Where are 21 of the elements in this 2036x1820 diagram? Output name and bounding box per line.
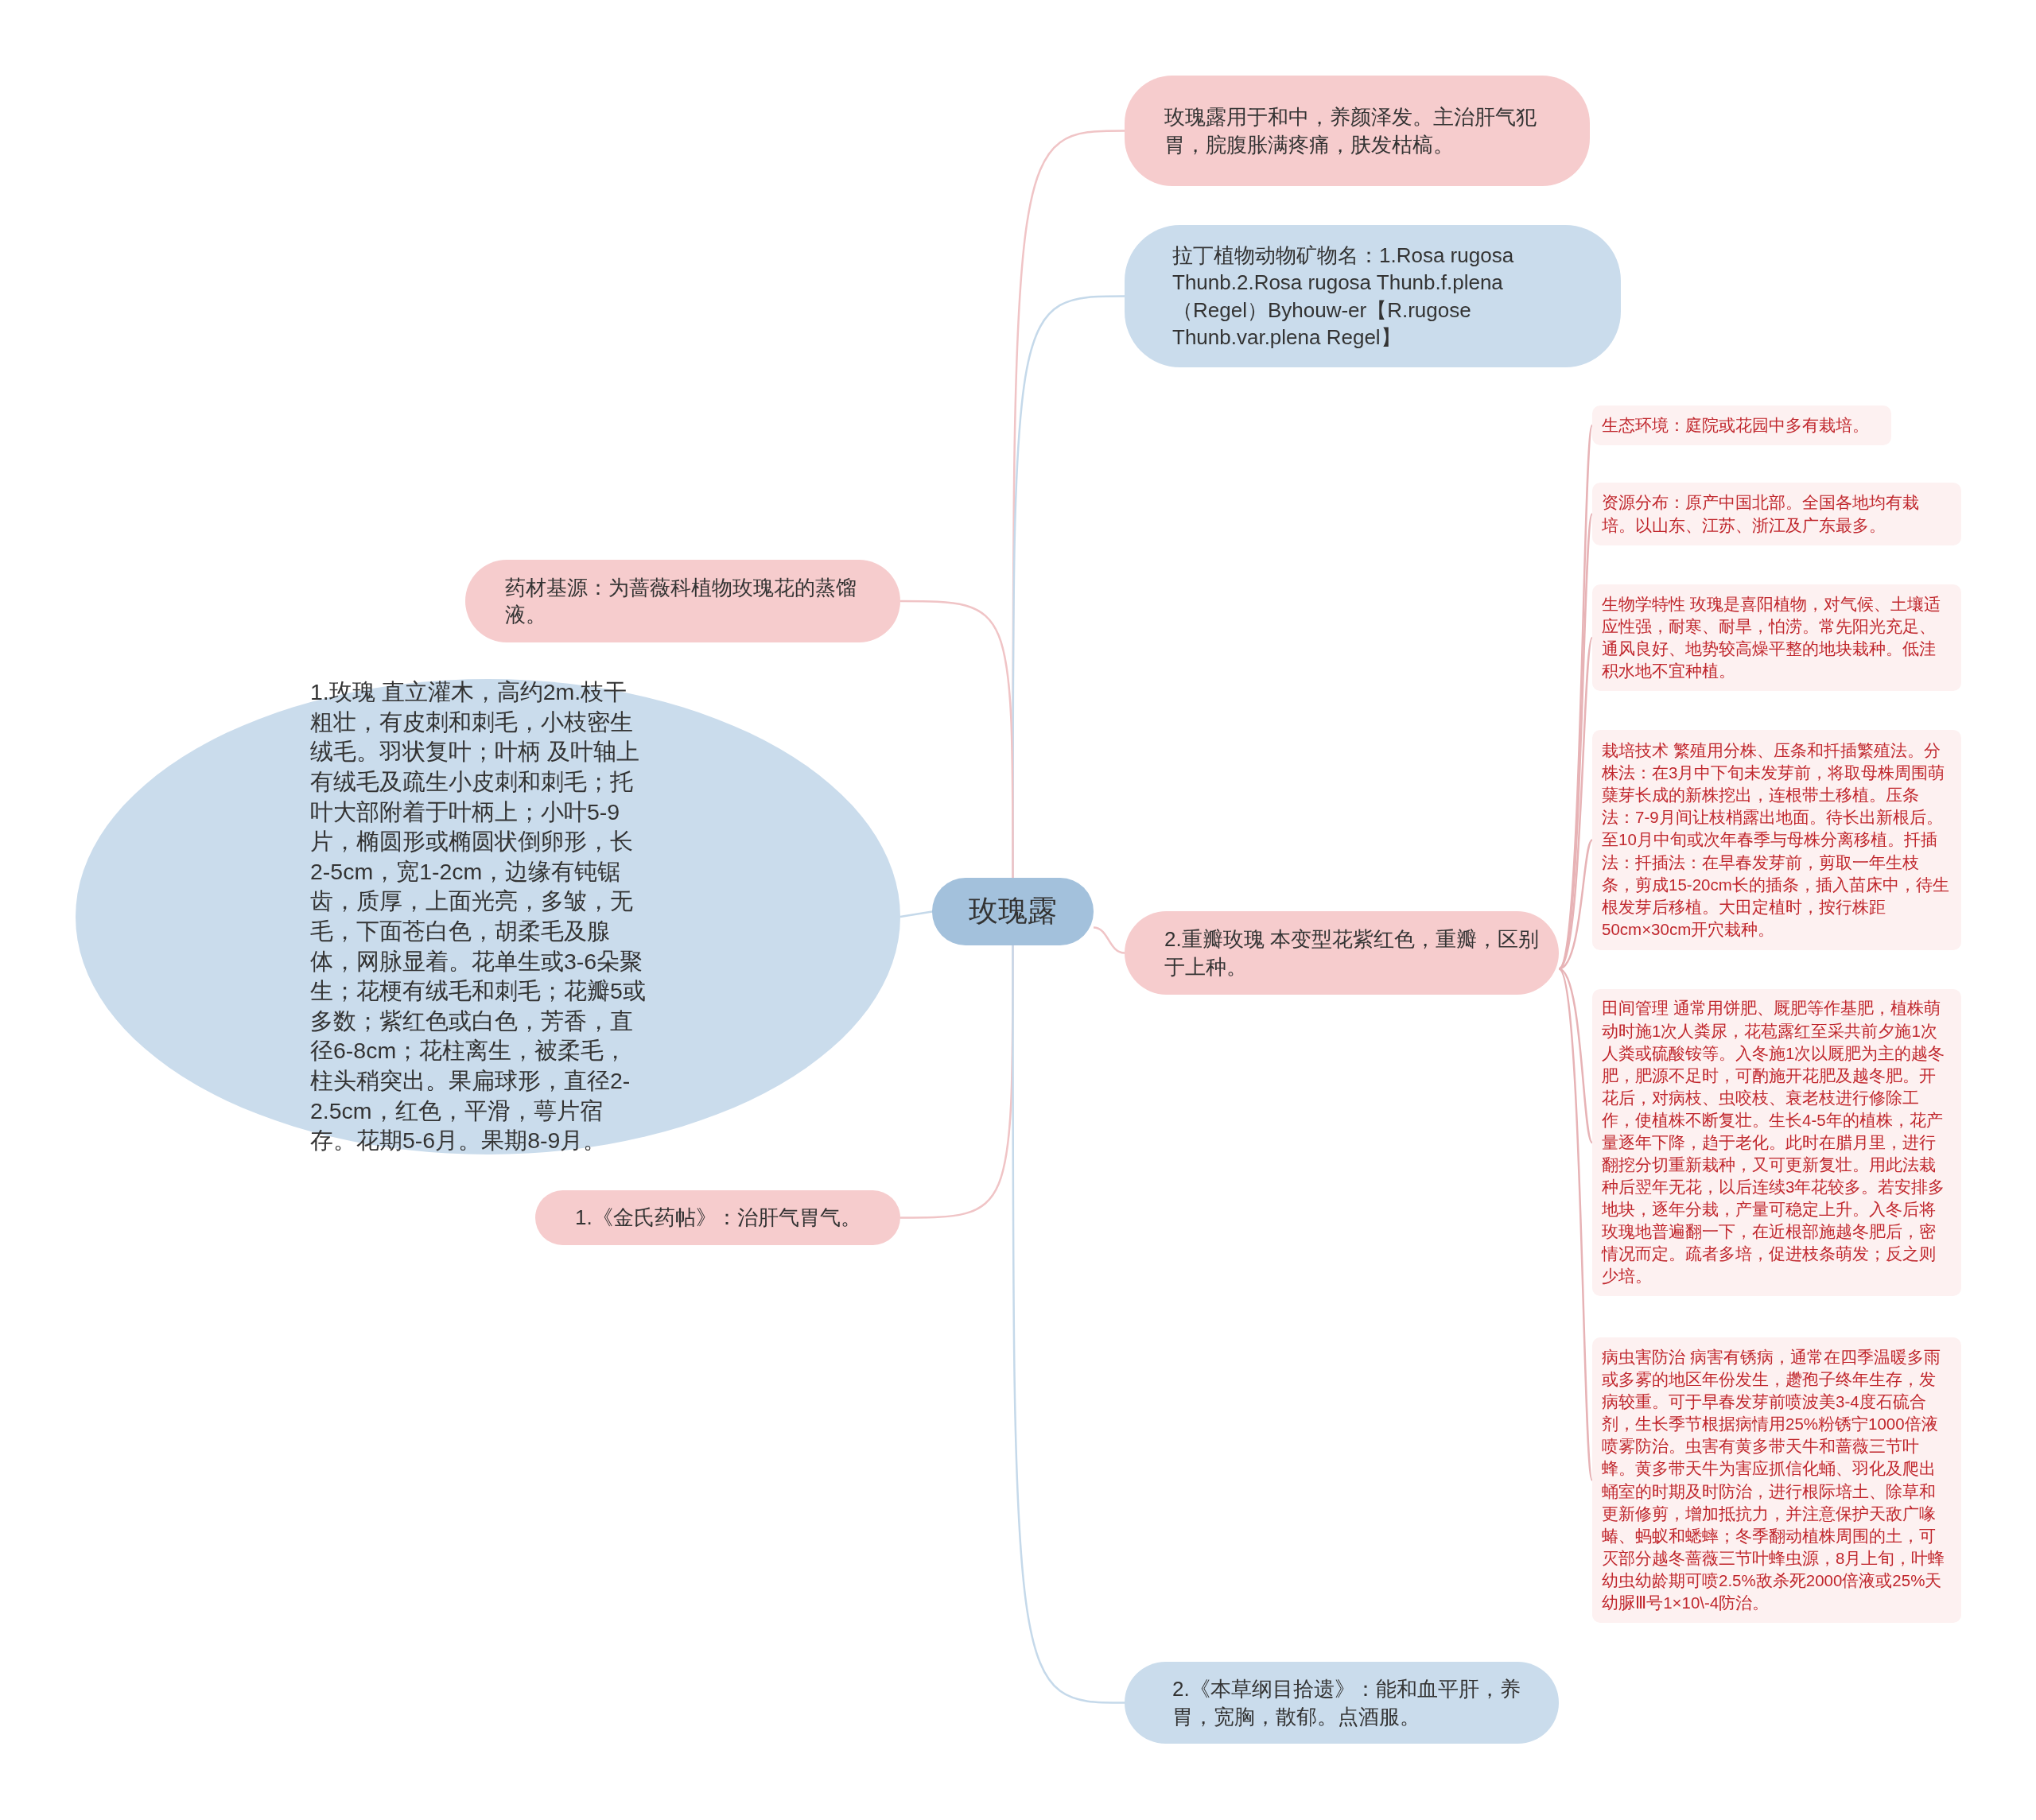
detail-card: 病虫害防治 病害有锈病，通常在四季温暖多雨或多雾的地区年份发生，趱孢子终年生存，发病较重。可于早春发芽前喷波美3-4度石硫合剂，生长季节根据病情用25%粉锈宁1000倍液喷雾防治。虫害有黄多带天牛和蔷薇三节叶蜂。黄多带天牛为害应抓信化蛹、羽化及爬出蛹室的时期及时防治，进行根际培土、除草和更新修剪，增加抵抗力，并注意保护天敌广喙蝽、蚂蚁和蟋蟀；冬季翻动植株周围的土，可灭部分越冬蔷薇三节叶蜂虫源，8月上旬，叶蜂幼虫幼龄期可喷2.5%敌杀死2000倍液或25%天幼脲Ⅲ号1×10\-4防治。 (1592, 1337, 1961, 1623)
connector-line (1012, 945, 1125, 1704)
topic-bubble: 1.《金氏药帖》：治肝气胃气。 (535, 1190, 900, 1245)
connector-line (900, 600, 1014, 878)
detail-card: 资源分布：原产中国北部。全国各地均有栽培。以山东、江苏、浙江及广东最多。 (1592, 483, 1961, 545)
detail-card: 生物学特性 玫瑰是喜阳植物，对气候、土壤适应性强，耐寒、耐旱，怕涝。常先阳光充足、通风良好、地势较高燥平整的地块栽种。低洼积水地不宜种植。 (1592, 584, 1961, 691)
detail-card: 田间管理 通常用饼肥、厩肥等作基肥，植株萌动时施1次人粪尿，花苞露红至采共前夕施1次人粪或硫酸铵等。入冬施1次以厩肥为主的越冬肥，肥源不足时，可酌施开花肥及越冬肥。开花后，对病枝、虫咬枝、衰老枝进行修除工作，使植株不断复壮。生长4-5年的植株，花产量逐年下降，趋于老化。此时在腊月里，进行翻挖分切重新栽种，又可更新复壮。用此法栽种后翌年无花，以后连续3年花较多。若安排多地块，逐年分栽，产量可稳定上升。入冬后将玫瑰地普遍翻一下，在近根部施越冬肥后，密情况而定。疏者多培，促进枝条萌发；反之则少培。 (1592, 989, 1961, 1296)
topic-bubble: 玫瑰露用于和中，养颜泽发。主治肝气犯胃，脘腹胀满疼痛，肤发枯槁。 (1125, 76, 1590, 186)
connector-line (1093, 926, 1125, 954)
connector-line (899, 910, 933, 918)
detail-card: 生态环境：庭院或花园中多有栽培。 (1592, 406, 1891, 445)
topic-bubble: 药材基源：为蔷薇科植物玫瑰花的蒸馏液。 (465, 560, 900, 642)
topic-bubble: 2.重瓣玫瑰 本变型花紫红色，重瓣，区别于上种。 (1125, 911, 1559, 995)
connector-line (1557, 425, 1594, 970)
topic-bubble: 拉丁植物动物矿物名：1.Rosa rugosa Thunb.2.Rosa rugosa Thunb.f.plena（Regel）Byhouw-er【R.rugose Thunb.var.plena Regel】 (1125, 225, 1621, 367)
topic-ellipse: 1.玫瑰 直立灌木，高约2m.枝干粗壮，有皮刺和刺毛，小枝密生绒毛。羽状复叶；叶柄 及叶轴上有绒毛及疏生小皮刺和刺毛；托叶大部附着于叶柄上；小叶5-9片，椭圆形或椭圆状倒卵形，长2-5cm，宽1-2cm，边缘有钝锯齿，质厚，上面光亮，多皱，无毛，下面苍白色，胡柔毛及腺体，网脉显着。花单生或3-6朵聚生；花梗有绒毛和刺毛；花瓣5或多数；紫红色或白色，芳香，直径6-8cm；花柱离生，被柔毛，柱头稍突出。果扁球形，直径2-2.5cm，红色，平滑，萼片宿存。花期5-6月。果期8-9月。 (76, 679, 900, 1154)
topic-bubble: 2.《本草纲目拾遗》：能和血平肝，养胃，宽胸，散郁。点酒服。 (1125, 1662, 1559, 1744)
central-topic-bubble: 玫瑰露 (932, 878, 1094, 945)
detail-card: 栽培技术 繁殖用分株、压条和扦插繁殖法。分株法：在3月中下旬未发芽前，将取母株周围萌蘖芽长成的新株挖出，连根带土移植。压条法：7-9月间让枝梢露出地面。待长出新根后。至10月中旬或次年春季与母株分离移植。扦插法：扦插法：在早春发芽前，剪取一年生枝条，剪成15-20cm长的插条，插入苗床中，待生根发芽后移植。大田定植时，按行株距50cm×30cm开穴栽种。 (1592, 730, 1961, 950)
connector-line (1557, 968, 1594, 1480)
connector-line (1558, 968, 1594, 1143)
